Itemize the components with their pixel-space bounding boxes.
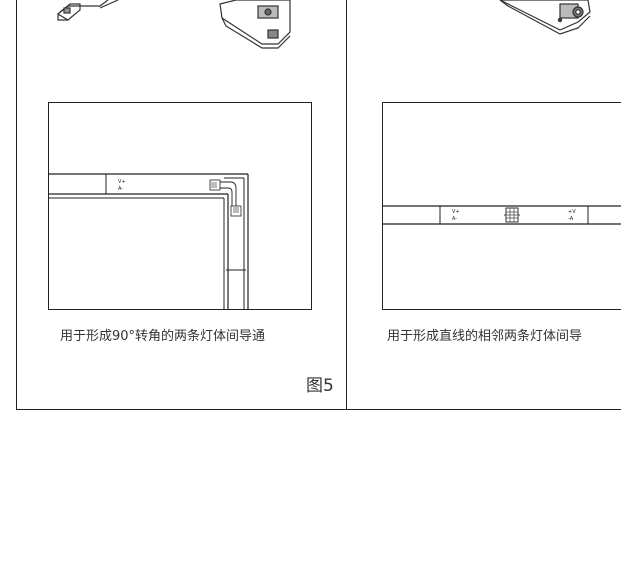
frame-left-border (16, 0, 17, 410)
track-label-left-top: V+ (452, 209, 460, 215)
frame-center-divider (346, 0, 347, 410)
track-label-right-top: +V (568, 209, 576, 215)
connector-piece-left-b (219, 0, 291, 49)
caption-left: 用于形成90°转角的两条灯体间导通 (60, 329, 266, 344)
straight-connection-diagram: V+ A- +V -A (382, 102, 621, 310)
connector-piece-right (499, 0, 591, 35)
figure-label: 图5 (306, 376, 334, 396)
caption-right: 用于形成直线的相邻两条灯体间导 (387, 329, 583, 344)
connector-piece-left-a (56, 0, 119, 21)
track-label-bottom: A- (118, 186, 123, 192)
corner-connection-diagram: V+ A- (48, 102, 312, 310)
frame-bottom-border (16, 409, 621, 410)
connector-product-illustration-left (56, 0, 591, 49)
track-label-left-bottom: A- (452, 216, 457, 222)
track-label-top: V+ (118, 179, 126, 185)
track-label-right-bottom: -A (568, 216, 574, 222)
